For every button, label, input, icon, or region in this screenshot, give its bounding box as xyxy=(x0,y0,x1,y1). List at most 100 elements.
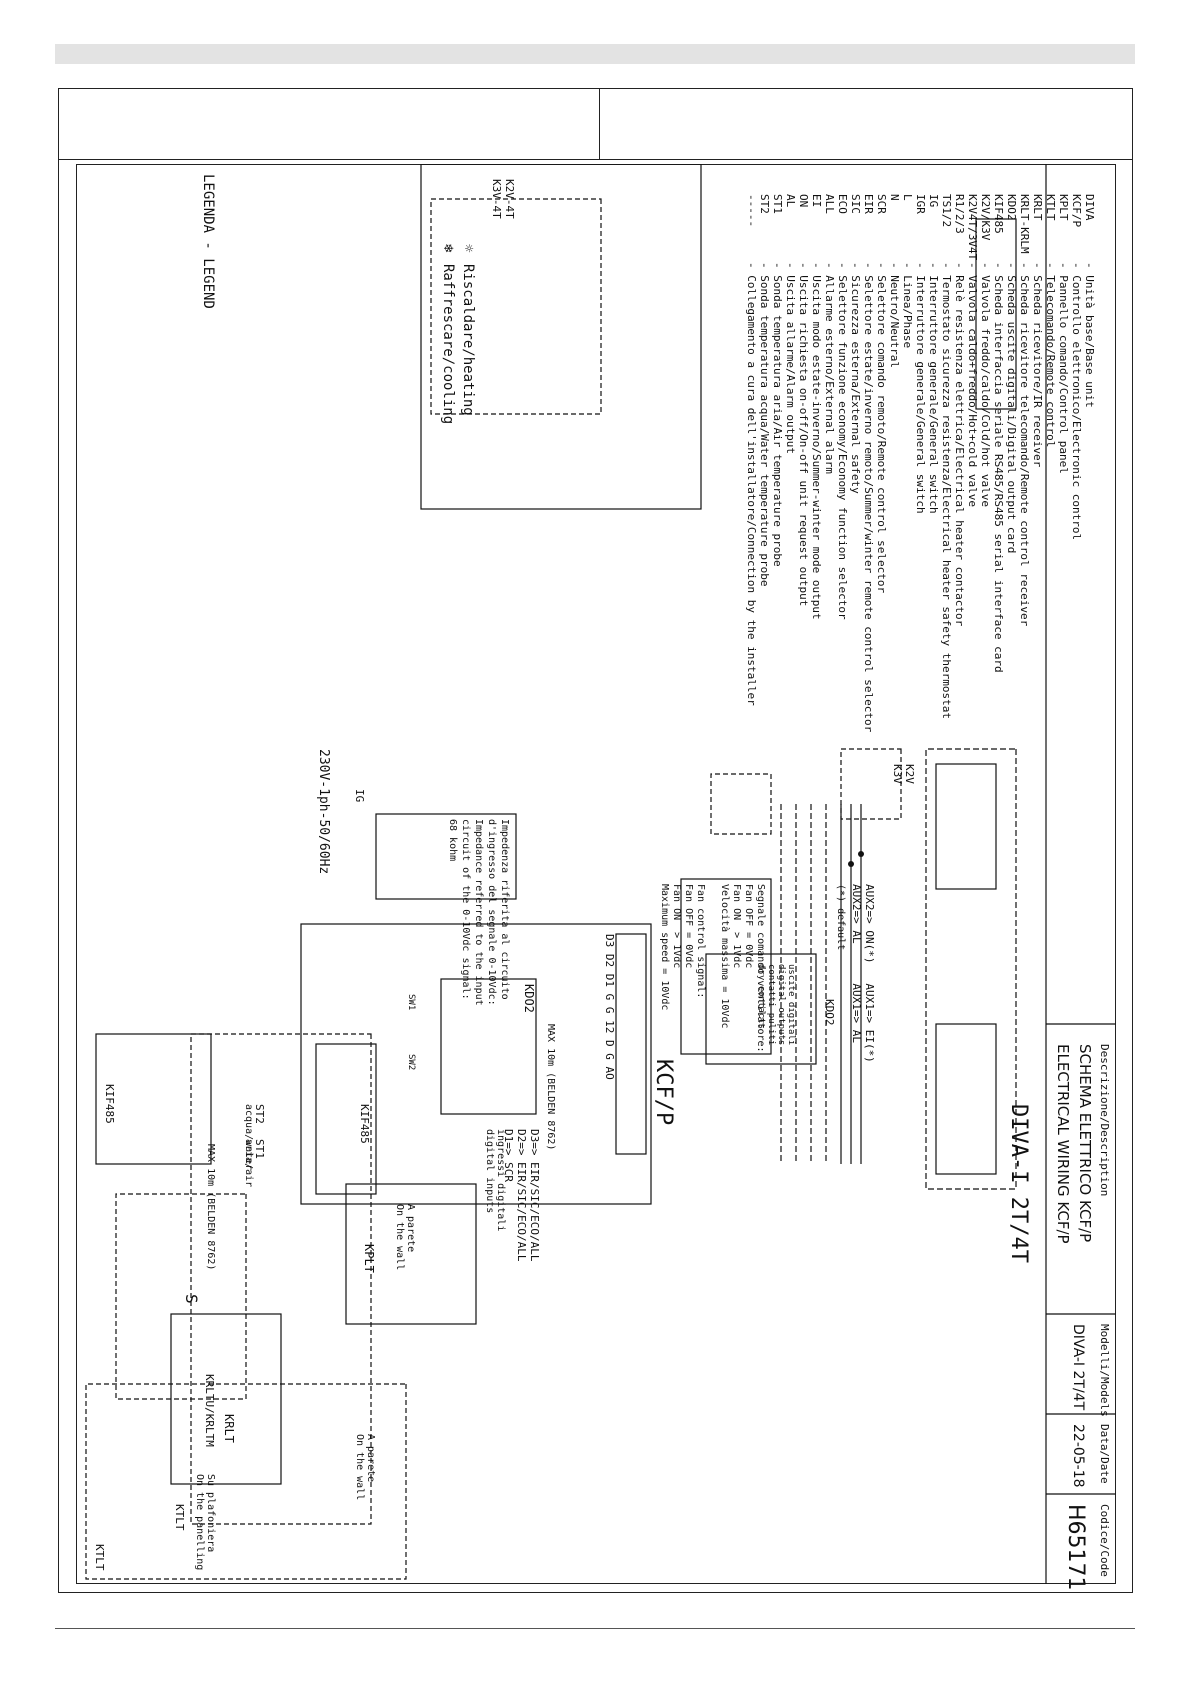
ktlt-label-1: KTLT xyxy=(173,1504,186,1531)
legend-text: - Collegamento a cura dell'installatore/… xyxy=(745,262,758,706)
legend-code: IGR xyxy=(914,194,927,214)
valve-terminal-strip xyxy=(975,218,1017,410)
legend-code: KTLT xyxy=(1044,194,1057,221)
rotated-drawing: LEGENDA - LEGEND DIVA - Unità base/Base u… xyxy=(76,164,1116,1591)
ig-label: IG xyxy=(353,789,366,803)
legend-item: L- Linea/Phase xyxy=(901,194,914,348)
shield-s-label: S xyxy=(182,1294,201,1304)
legend-item: SIC- Sicurezza esterna/External safety xyxy=(849,194,862,494)
valve-dashed-box xyxy=(430,198,602,415)
legend-item: K2V4T/3V4T- Valvola caldo+freddo/Hot+col… xyxy=(966,194,979,507)
shield-detail-box xyxy=(115,1193,247,1400)
kcf-terminal-strip xyxy=(615,933,647,1155)
legend-code: TS1/2 xyxy=(940,194,953,228)
k3v-label: K3V xyxy=(891,764,904,784)
junction-dots xyxy=(848,851,864,867)
legend-text: - Sonda temperatura acqua/Water temperat… xyxy=(758,262,771,587)
sw2-label: SW2 xyxy=(406,1054,416,1071)
legend-text: - Sonda temperatura aria/Air temperature… xyxy=(771,262,784,567)
sun-icon: ☼ xyxy=(460,244,476,253)
legend-text: - Neutro/Neutral xyxy=(888,262,901,368)
belden-label-2: MAX 10m (BELDEN 8762) xyxy=(205,1144,216,1271)
box-line: circuit of the 0-10Vdc signal: xyxy=(460,819,471,1000)
date-value: 22-05-18 xyxy=(1070,1424,1086,1488)
legend-item: TS1/2- Termostato sicurezza resistenza/E… xyxy=(940,194,953,719)
box-line: Velocità massima = 10Vdc xyxy=(719,884,730,1029)
legend-code: EI xyxy=(810,194,823,208)
ig-switch-box xyxy=(710,773,772,835)
legend-code: K2V4T/3V4T xyxy=(966,194,979,261)
legend-code: DIVA xyxy=(1083,194,1096,221)
legend-text: - Scheda ricevitore/IR receiver xyxy=(1031,262,1044,468)
diva-motor-block xyxy=(935,1023,997,1175)
parete-label-2: A parete On the wall xyxy=(354,1434,376,1501)
legend-item: KRLT-KRLM - Scheda ricevitore telecomando… xyxy=(1018,194,1031,626)
legend-text: - Uscita modo estate-inverno/Summer-wint… xyxy=(810,262,823,620)
aux-map: AUX2=> ON(*) AUX1=> EI(*) AUX2=> AL AUX1… xyxy=(850,884,876,1063)
legend-item: EI - Uscita modo estate-inverno/Summer-wi… xyxy=(810,194,823,620)
kdo2-internal-card xyxy=(440,978,537,1115)
wiring-diagram: LEGENDA - LEGEND DIVA - Unità base/Base u… xyxy=(76,164,1116,1591)
legend-code: ST2 xyxy=(758,194,771,214)
legend-code: KRLT-KRLM xyxy=(1018,194,1031,254)
legend-text: - Interruttore generale/General switch xyxy=(927,262,940,514)
diva-terminal-block xyxy=(935,763,997,890)
legend-item: KTLT- Telecomando/Remote control xyxy=(1044,194,1057,447)
legend-title: LEGENDA - LEGEND xyxy=(200,174,216,309)
kdo2-internal-label: KDO2 xyxy=(522,984,536,1013)
sheet-frame xyxy=(58,88,1133,1593)
box-line: Fan ON > 1Vdc xyxy=(731,884,742,969)
st2-label: ST2 xyxy=(253,1104,266,1124)
legend-code: N xyxy=(888,194,901,201)
k2v-dashed-box xyxy=(840,748,902,820)
legend-text: - Uscita allarme/Alarm output xyxy=(784,262,797,455)
legend-item: IG- Interruttore generale/General switch xyxy=(927,194,940,514)
models-label: Modelli/Models xyxy=(1098,1324,1111,1417)
default-note: (*) default xyxy=(835,884,846,951)
page-header-bar xyxy=(55,44,1135,64)
legend-text: - Selettore funzione economy/Economy fun… xyxy=(836,262,849,620)
legend-text: - Scheda ricevitore telecomando/Remote c… xyxy=(1018,262,1031,627)
legend-code: KIF485 xyxy=(992,194,1005,234)
legend-item: KDO2- Scheda uscite digitali/Digital out… xyxy=(1005,194,1018,553)
legend-item: ECO- Selettore funzione economy/Economy … xyxy=(836,194,849,620)
legend-item: ON- Uscita richiesta on-off/On-off unit … xyxy=(797,194,810,606)
kcf-title: KCF/P xyxy=(651,1059,676,1126)
legend-text: - Selettore comando remoto/Remote contro… xyxy=(875,262,888,594)
legend-code: KPLT xyxy=(1057,194,1070,221)
legend-text: - Selettore estate/inverno remoto/Summer… xyxy=(862,262,875,733)
footer-rule xyxy=(55,1628,1135,1629)
box-line: Fan ON > 1Vdc xyxy=(671,884,682,969)
legend-item: KRLT- Scheda ricevitore/IR receiver xyxy=(1031,194,1044,467)
digital-inputs-label: ingressi digitali digital inputs xyxy=(484,1129,506,1232)
box-line: d'ingresso del segnale 0-10Vdc: xyxy=(486,819,497,1006)
legend-code: ----- xyxy=(745,194,758,228)
ktlt-label-2: KTLT xyxy=(93,1544,106,1571)
description-line2: ELECTRICAL WIRING KCF/P xyxy=(1054,1044,1072,1244)
date-label: Data/Date xyxy=(1098,1424,1111,1484)
legend-item: KPLT- Pannello comando/Control panel xyxy=(1057,194,1070,474)
kplt-panel xyxy=(345,1183,477,1325)
header-divider xyxy=(599,88,600,160)
legend-item: AL - Uscita allarme/Alarm output xyxy=(784,194,797,454)
kcf-terminals: D3 D2 D1 G G 12 D G AO xyxy=(603,934,616,1080)
box-line: Maximum speed = 10Vdc xyxy=(659,884,670,1011)
legend-item: KCF/P- Controllo elettronico/Electronic … xyxy=(1070,194,1083,540)
models-value: DIVA-I 2T/4T xyxy=(1070,1324,1086,1411)
legend-item: N - Neutro/Neutral xyxy=(888,194,901,368)
legend-item: SCR- Selettore comando remoto/Remote con… xyxy=(875,194,888,593)
legend-text: - Valvola caldo+freddo/Hot+cold valve xyxy=(966,262,979,508)
supply-label: 230V-1ph-50/60Hz xyxy=(316,749,331,875)
box-line xyxy=(706,884,718,1053)
legend-code: KDO2 xyxy=(1005,194,1018,221)
kif485-external-label: KIF485 xyxy=(103,1084,116,1124)
legend-text: - Unità base/Base unit xyxy=(1083,262,1096,408)
fan-signal-box: Segnale comando ventilatore:Fan OFF = 0V… xyxy=(658,884,766,1053)
legend-text: - Uscita richiesta on-off/On-off unit re… xyxy=(797,262,810,607)
legend-code: K2V/K3V xyxy=(979,194,992,241)
legend-anchor xyxy=(1115,164,1116,165)
legend-code: AL xyxy=(784,194,797,208)
legend-code: KCF/P xyxy=(1070,194,1083,228)
junction-dot-2 xyxy=(848,861,854,867)
legend-text: - Interruttore generale/General switch xyxy=(914,262,927,514)
